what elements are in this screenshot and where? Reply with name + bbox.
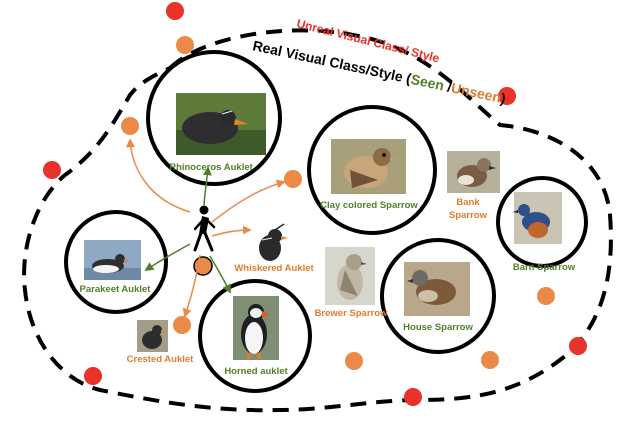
label-house-sparrow: House Sparrow (403, 322, 473, 333)
photo-clay-colored-sparrow (331, 139, 406, 194)
red-dot (166, 2, 184, 20)
orange-dot (345, 352, 363, 370)
label-clay-colored-sparrow: Clay colored Sparrow (320, 200, 418, 211)
photo-barn-sparrow (513, 192, 562, 244)
arrow-to-rhinoceros-unseen (125, 138, 191, 213)
orange-dot (537, 287, 555, 305)
label-parakeet-auklet: Parakeet Auklet (80, 284, 152, 295)
photo-horned-auklet (233, 296, 279, 360)
orange-dot (481, 351, 499, 369)
orange-dot (121, 117, 139, 135)
photo-whiskered-auklet (252, 222, 296, 262)
red-dot (404, 388, 422, 406)
arrow-to-crested (182, 254, 201, 318)
red-dot (84, 367, 102, 385)
photo-bank-sparrow (447, 151, 500, 193)
orange-dot (173, 316, 191, 334)
label-bank-sparrow-line1: Bank (456, 197, 480, 208)
arrow-to-rhinoceros (202, 166, 212, 206)
label-bank-sparrow-line2: Sparrow (449, 210, 488, 221)
red-dot (498, 87, 516, 105)
unseen-dots (121, 36, 555, 370)
arrow-to-parakeet (144, 243, 191, 271)
walking-person-icon (193, 205, 216, 252)
label-brewer-sparrow: Brewer Sparrow (315, 308, 388, 319)
arrow-to-clay-dot (211, 179, 286, 223)
orange-dot (284, 170, 302, 188)
label-whiskered-auklet: Whiskered Auklet (234, 263, 314, 274)
bird-photos (84, 93, 562, 360)
photo-brewer-sparrow (325, 247, 375, 305)
label-horned-auklet: Horned auklet (224, 366, 288, 377)
photo-parakeet-auklet (84, 240, 141, 280)
arrow-to-whiskered (211, 225, 252, 237)
orange-dot (176, 36, 194, 54)
label-rhinoceros-auklet: Rhinoceros Auklet (169, 162, 253, 173)
label-barn-sparrow: Barn Sparrow (513, 262, 576, 273)
photo-crested-auklet (137, 320, 168, 352)
arrow-to-horned (209, 255, 231, 294)
unseen-label: Unseen (450, 79, 503, 105)
seen-label: Seen (409, 71, 445, 94)
photo-rhinoceros-auklet (176, 93, 266, 155)
photo-house-sparrow (404, 262, 470, 316)
red-dot (569, 337, 587, 355)
red-dot (43, 161, 61, 179)
label-crested-auklet: Crested Auklet (127, 354, 195, 365)
unreal-dots (43, 2, 587, 406)
arrows (125, 138, 286, 318)
